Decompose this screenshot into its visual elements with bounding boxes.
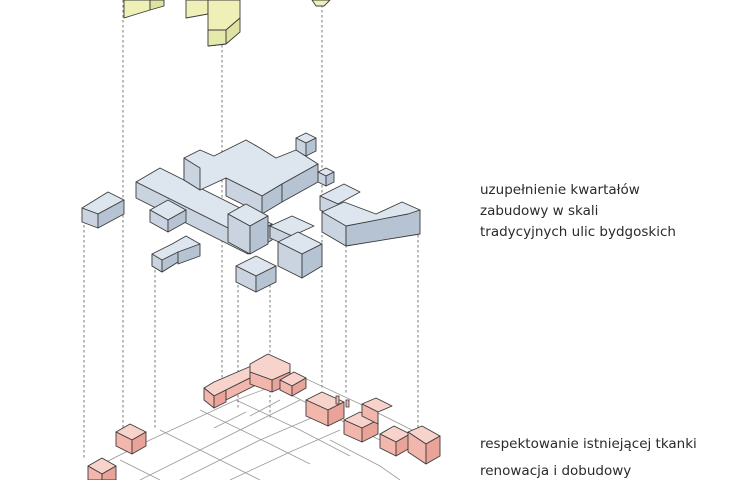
new-building-blocks [81,132,421,293]
existing-building-blocks [87,353,441,480]
caption-line: tradycyjnych ulic bydgoskich [480,224,676,240]
top-layer-buildings [123,0,331,47]
caption-line: zabudowy w skali [480,203,599,219]
caption-line: renowacja i dobudowy [480,463,632,479]
caption-new-blocks: uzupełnienie kwartałów zabudowy w skali … [480,180,676,243]
ground-plan-outlines [89,375,441,480]
caption-line: respektowanie istniejącej tkanki [480,436,697,452]
existing-building-details [335,395,350,408]
caption-existing-fabric: respektowanie istniejącej tkanki renowac… [480,434,697,482]
caption-line: uzupełnienie kwartałów [480,182,640,198]
